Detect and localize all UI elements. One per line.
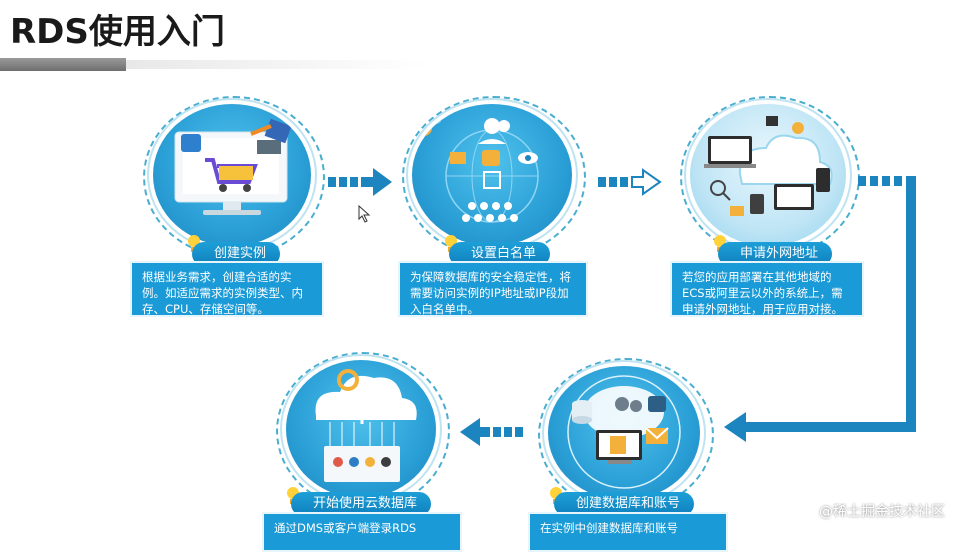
database-chat-icon: [567, 375, 681, 489]
mouse-pointer-icon: [358, 205, 371, 223]
step2-circle: [412, 104, 572, 246]
cloud-users-icon: [416, 112, 539, 223]
watermark: @稀土掘金技术社区: [819, 504, 945, 520]
step4-description: 在实例中创建数据库和账号: [528, 512, 728, 552]
arrow-right-1: [328, 168, 392, 196]
step3-description: 若您的应用部署在其他地域的ECS或阿里云以外的系统上，需申请外网地址，用于应用对…: [670, 261, 864, 317]
step4-circle: [548, 366, 700, 500]
step5-description: 通过DMS或客户端登录RDS: [262, 512, 462, 552]
title-underline-fade: [126, 60, 426, 69]
step2-description: 为保障数据库的安全稳定性，将需要访问实例的IP地址或IP段加入白名单中。: [398, 261, 588, 317]
computer-cart-icon: [174, 118, 292, 215]
title-underline: [0, 58, 126, 71]
step5-circle: [286, 360, 436, 498]
cloud-devices-icon: [704, 116, 833, 216]
step1-description: 根据业务需求，创建合适的实例。如适应需求的实例类型、内存、CPU、存储空间等。: [130, 261, 324, 317]
arrow-right-2: [598, 168, 662, 196]
arrow-down-left: [724, 176, 916, 442]
step1-circle: [153, 104, 311, 246]
cloud-upload-icon: [315, 369, 417, 482]
arrow-left-4: [460, 418, 523, 446]
step3-circle: [690, 104, 846, 246]
page-title: RDS使用入门: [10, 12, 225, 52]
